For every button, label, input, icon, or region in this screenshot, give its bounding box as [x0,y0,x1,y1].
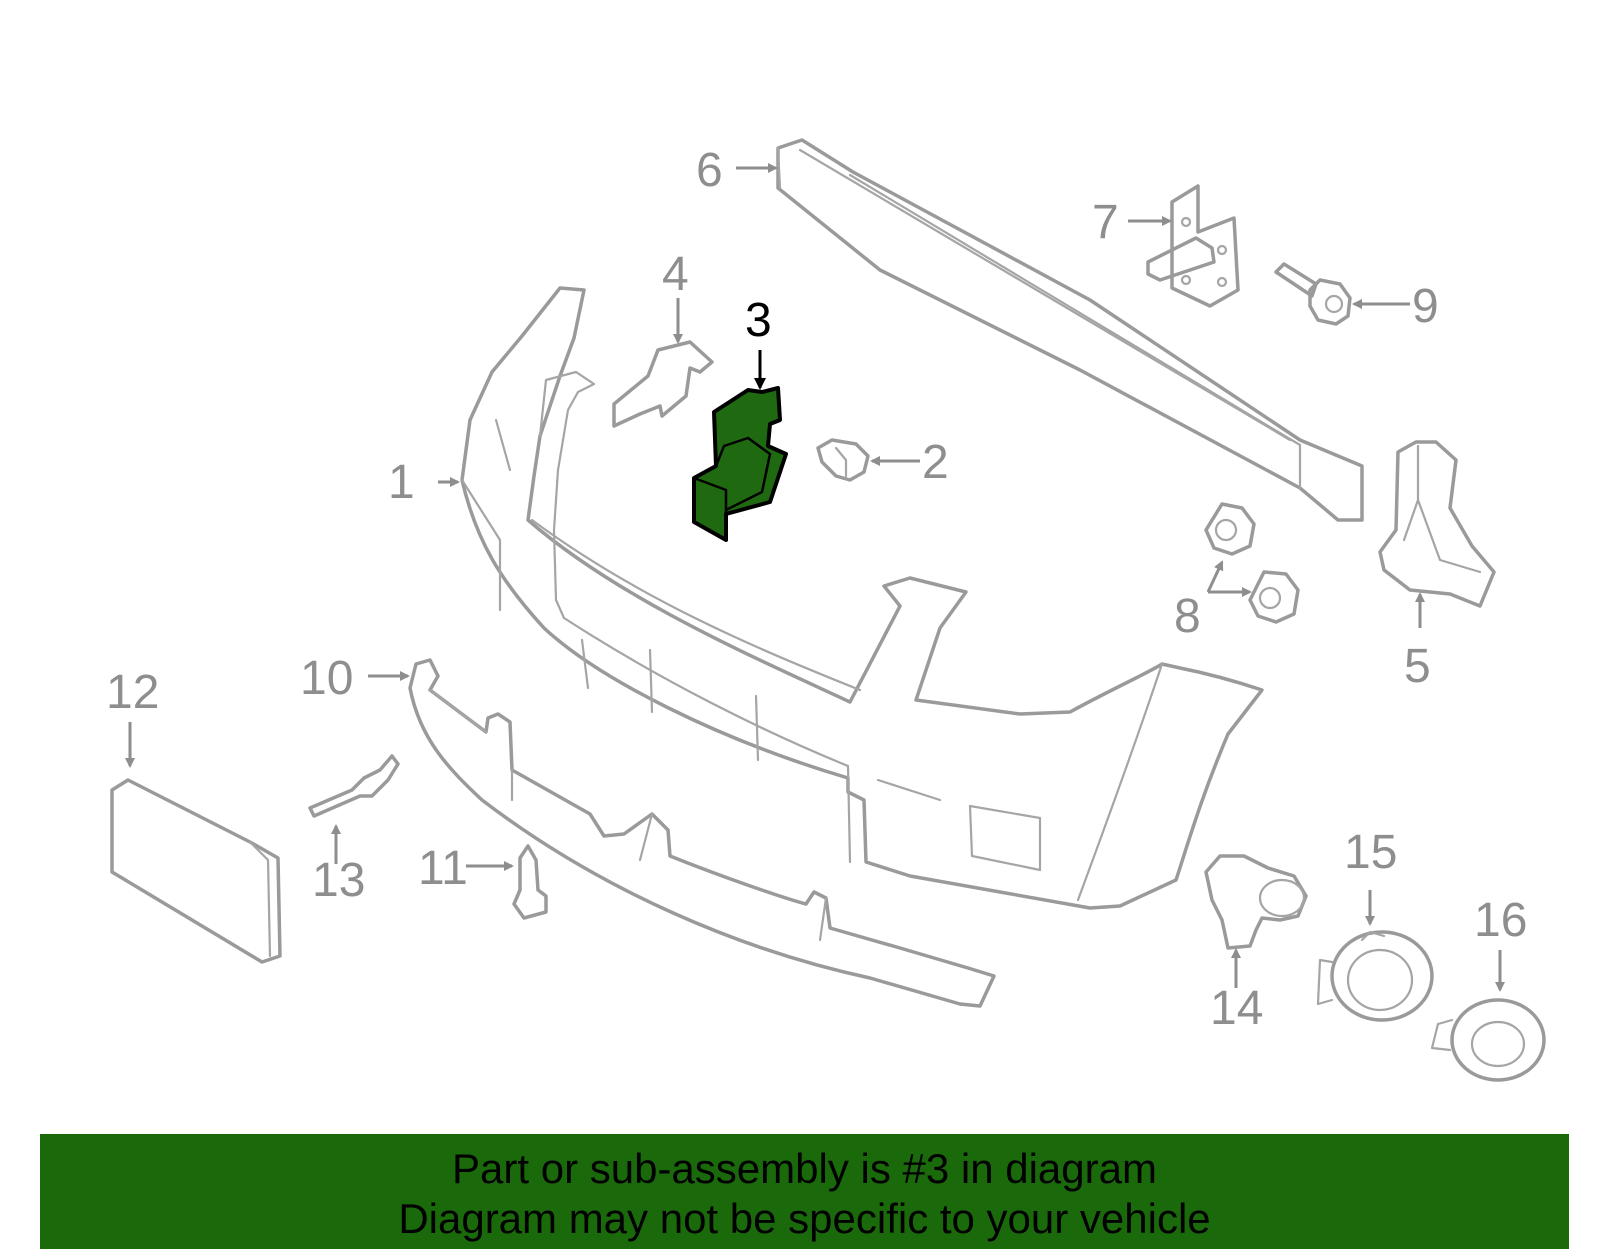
callout-2: 2 [922,436,949,489]
part-13-screw [308,754,400,818]
callout-11: 11 [418,842,468,895]
part-4-bracket [612,340,714,428]
part-9-bolt [1274,262,1352,326]
callout-15: 15 [1344,826,1397,879]
callout-4: 4 [662,248,689,301]
part-15-sensor-bezel [1316,930,1434,1022]
part-7-bracket [1146,184,1240,308]
callout-1: 1 [388,456,415,509]
callout-5: 5 [1404,640,1431,693]
callout-arrows [125,163,1505,992]
part-2-clip [816,438,870,482]
part-10-lower-absorber [408,658,996,1008]
callout-12: 12 [106,666,159,719]
banner-part-note: Part or sub-assembly is #3 in diagram [452,1145,1157,1192]
callout-13: 13 [312,854,365,907]
callout-8: 8 [1174,590,1201,643]
info-banner: Part or sub-assembly is #3 in diagram Di… [40,1134,1569,1249]
callout-7: 7 [1092,196,1119,249]
callout-10: 10 [300,652,353,705]
callout-14: 14 [1210,982,1263,1035]
callout-labels: 1 2 3 4 5 6 7 8 9 10 11 12 13 14 15 16 [106,144,1527,1035]
part-16-sensor-ring [1430,998,1546,1082]
callout-6: 6 [696,144,723,197]
part-1-bumper-cover [460,286,1264,910]
callout-3: 3 [745,294,772,347]
callout-9: 9 [1412,280,1439,333]
part-14-sensor [1204,854,1308,950]
part-12-plate [110,778,282,964]
part-5-bracket [1378,440,1496,608]
part-3-highlighted-bracket [692,386,788,542]
banner-disclaimer: Diagram may not be specific to your vehi… [398,1195,1211,1242]
part-6-reinforcement-beam [776,138,1364,522]
part-8-nuts [1204,502,1300,624]
callout-16: 16 [1474,894,1527,947]
part-11-pin [512,844,548,920]
